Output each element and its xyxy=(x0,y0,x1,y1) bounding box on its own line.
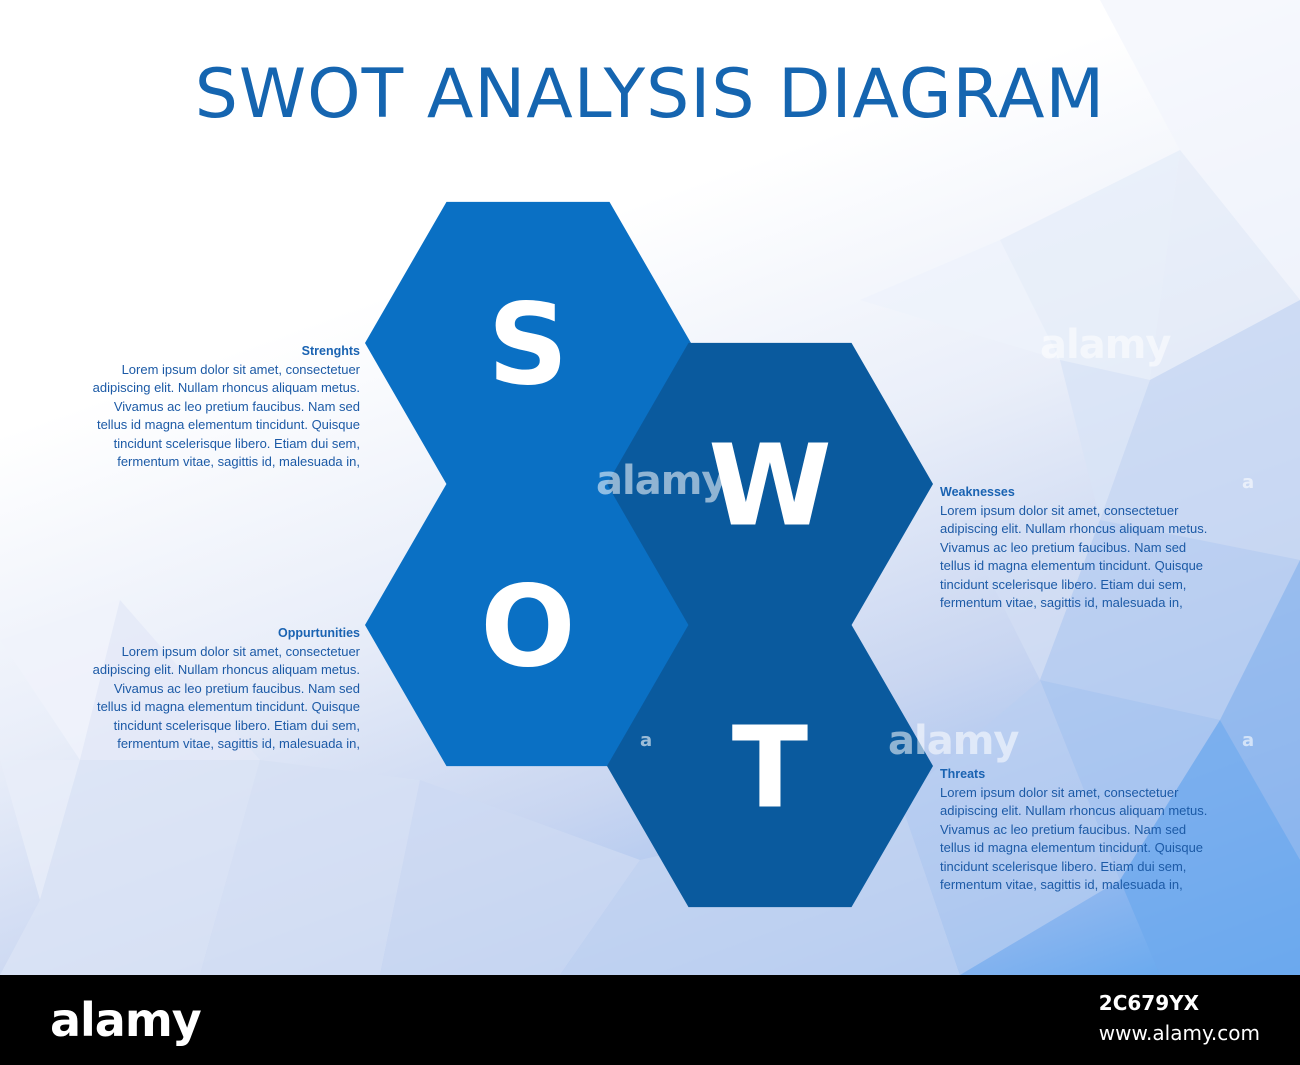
opportunities-heading: Oppurtunities xyxy=(278,626,360,640)
strengths-block: Strenghts Lorem ipsum dolor sit amet, co… xyxy=(30,342,360,472)
weaknesses-heading: Weaknesses xyxy=(940,485,1015,499)
hexagon-letter: O xyxy=(480,562,575,692)
hexagon-w: W xyxy=(607,342,933,626)
hexagon-s: S xyxy=(365,201,691,485)
stock-footer: alamy 2C679YX www.alamy.com xyxy=(0,975,1300,1065)
watermark-text: alamy xyxy=(1040,322,1171,368)
watermark-mark: a xyxy=(1242,472,1255,493)
image-info: 2C679YX www.alamy.com xyxy=(1099,991,1260,1045)
weaknesses-line: fermentum vitae, sagittis id, malesuada … xyxy=(940,595,1183,610)
strengths-line: tellus id magna elementum tincidunt. Qui… xyxy=(96,417,360,432)
site-url: www.alamy.com xyxy=(1098,1021,1260,1045)
opportunities-line: fermentum vitae, sagittis id, malesuada … xyxy=(117,736,360,751)
strengths-heading: Strenghts xyxy=(301,344,360,358)
weaknesses-line: tincidunt scelerisque libero. Etiam dui … xyxy=(940,576,1187,592)
page-title: SWOT ANALYSIS DIAGRAM xyxy=(194,55,1106,134)
polygon-background xyxy=(0,150,1300,975)
weaknesses-line: Lorem ipsum dolor sit amet, consectetuer xyxy=(940,502,1179,518)
diagram-canvas: SWOT ANALYSIS DIAGRAM S O W T Strenghts Lor… xyxy=(0,0,1300,975)
watermark-text: alamy xyxy=(596,458,727,504)
hexagon-letter: T xyxy=(732,703,808,833)
hexagon-letter: S xyxy=(488,280,569,410)
threats-block: Threats Lorem ipsum dolor sit amet, cons… xyxy=(940,765,1270,895)
opportunities-line: Vivamus ac leo pretium faucibus. Nam sed xyxy=(113,680,360,696)
watermark-mark: a xyxy=(1242,730,1255,751)
strengths-line: Vivamus ac leo pretium faucibus. Nam sed xyxy=(113,398,360,414)
hexagon-shape xyxy=(607,624,933,908)
opportunities-line: adipiscing elit. Nullam rhoncus aliquam … xyxy=(92,662,360,677)
image-id: 2C679YX xyxy=(1098,991,1200,1015)
hexagon-shape xyxy=(365,201,691,485)
hexagon-t: T xyxy=(607,624,933,908)
strengths-line: adipiscing elit. Nullam rhoncus aliquam … xyxy=(92,380,360,395)
threats-line: fermentum vitae, sagittis id, malesuada … xyxy=(940,877,1183,892)
hexagon-o: O xyxy=(365,483,691,767)
opportunities-block: Oppurtunities Lorem ipsum dolor sit amet… xyxy=(30,624,360,754)
swot-hexagon-group: S O W T xyxy=(365,201,933,908)
opportunities-line: tellus id magna elementum tincidunt. Qui… xyxy=(96,699,360,714)
opportunities-body: Lorem ipsum dolor sit amet, consectetuer… xyxy=(30,643,360,754)
weaknesses-line: tellus id magna elementum tincidunt. Qui… xyxy=(940,558,1204,573)
strengths-line: tincidunt scelerisque libero. Etiam dui … xyxy=(113,435,360,451)
threats-line: adipiscing elit. Nullam rhoncus aliquam … xyxy=(940,803,1208,818)
hexagon-shape xyxy=(365,483,691,767)
strengths-body: Lorem ipsum dolor sit amet, consectetuer… xyxy=(30,361,360,472)
alamy-logo: alamy xyxy=(50,993,202,1047)
hexagon-letter: W xyxy=(708,421,832,551)
strengths-line: fermentum vitae, sagittis id, malesuada … xyxy=(117,454,360,469)
threats-heading: Threats xyxy=(940,767,986,781)
watermark-text: alamy xyxy=(888,718,1019,764)
strengths-line: Lorem ipsum dolor sit amet, consectetuer xyxy=(121,361,360,377)
weaknesses-body: Lorem ipsum dolor sit amet, consectetuer… xyxy=(940,502,1270,613)
weaknesses-block: Weaknesses Lorem ipsum dolor sit amet, c… xyxy=(940,483,1270,613)
opportunities-line: tincidunt scelerisque libero. Etiam dui … xyxy=(113,717,360,733)
weaknesses-line: Vivamus ac leo pretium faucibus. Nam sed xyxy=(940,539,1187,555)
threats-body: Lorem ipsum dolor sit amet, consectetuer… xyxy=(940,784,1270,895)
threats-line: tellus id magna elementum tincidunt. Qui… xyxy=(940,840,1204,855)
weaknesses-line: adipiscing elit. Nullam rhoncus aliquam … xyxy=(940,521,1208,536)
threats-line: Vivamus ac leo pretium faucibus. Nam sed xyxy=(940,821,1187,837)
watermark-mark: a xyxy=(640,730,653,751)
hexagon-shape xyxy=(607,342,933,626)
threats-line: tincidunt scelerisque libero. Etiam dui … xyxy=(940,858,1187,874)
opportunities-line: Lorem ipsum dolor sit amet, consectetuer xyxy=(121,643,360,659)
threats-line: Lorem ipsum dolor sit amet, consectetuer xyxy=(940,784,1179,800)
